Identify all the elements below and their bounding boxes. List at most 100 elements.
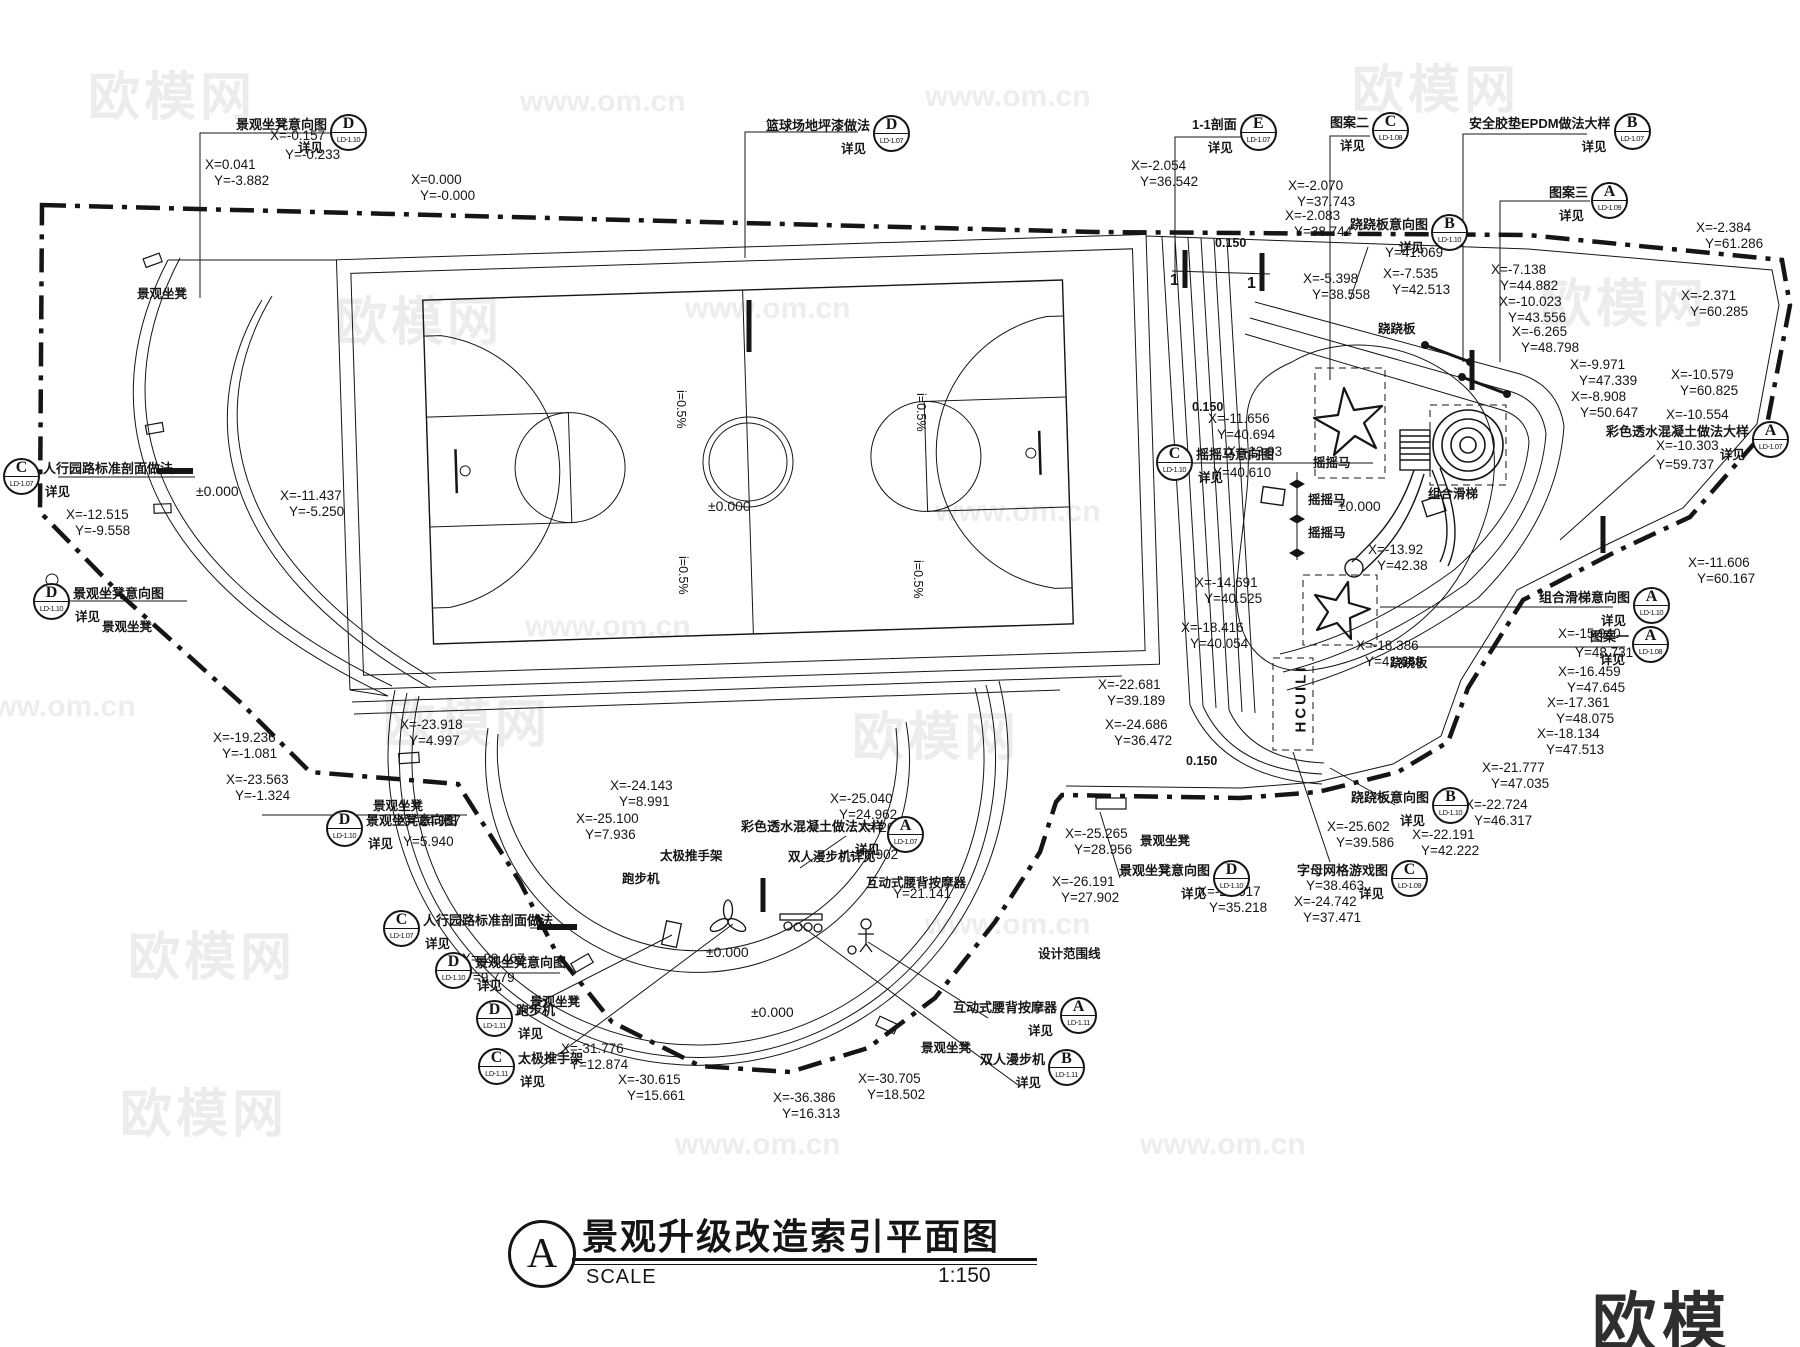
bench-label: 景观坐凳 bbox=[1140, 834, 1191, 848]
bench-label: 景观坐凳 bbox=[137, 287, 188, 301]
massager-label: 互动式腰背按摩器 bbox=[866, 876, 967, 890]
callout-label: 字母网格游戏图 bbox=[1297, 863, 1389, 878]
treadmill-label: 跑步机 bbox=[622, 872, 660, 886]
watermark-url: www.om.cn bbox=[675, 1128, 841, 1161]
path-width-label: 0.150 bbox=[1215, 236, 1247, 250]
scale-label: SCALE bbox=[586, 1266, 657, 1288]
watermark-brand: 欧模网 bbox=[335, 294, 504, 352]
callout-label: 双人漫步机 bbox=[980, 1052, 1046, 1067]
letter-grid-box bbox=[1272, 657, 1314, 751]
callout-label: 图案三 bbox=[1549, 185, 1589, 200]
callout-label: 篮球场地坪漆做法 bbox=[766, 118, 871, 133]
coord-label: X=-15.940 bbox=[1558, 626, 1621, 641]
callout-label: 人行园路标准剖面做法 bbox=[423, 913, 554, 928]
path-width-label: 0.150 bbox=[1186, 754, 1218, 768]
callout-label: 组合滑梯意向图 bbox=[1539, 590, 1631, 605]
rocking-horse-markers bbox=[1288, 472, 1306, 560]
seesaw-label: 跷跷板 bbox=[1390, 656, 1428, 670]
bench-label: 景观坐凳 bbox=[373, 799, 424, 813]
callout-label: 人行园路标准剖面做法 bbox=[43, 461, 174, 476]
coord-label: Y=-0.233 bbox=[285, 147, 341, 162]
watermark-url: www.om.cn bbox=[935, 495, 1101, 528]
coord-label: Y=40.610 bbox=[1213, 465, 1272, 480]
combo-slide bbox=[1260, 429, 1456, 578]
coord-label: X=-10.303 bbox=[1656, 438, 1719, 453]
coord-label: Y=9.779 bbox=[464, 970, 515, 985]
watermark-url: www.om.cn bbox=[685, 292, 851, 325]
callout-label: 彩色透水混凝土做法大样 bbox=[1606, 424, 1750, 439]
callout-label: 景观坐凳意向图 bbox=[236, 117, 328, 132]
watermark-brand: 欧模网 bbox=[852, 709, 1021, 767]
bench-label: 景观坐凳 bbox=[102, 620, 153, 634]
bench-label: 景观坐凳 bbox=[530, 995, 581, 1009]
level-label: ±0.000 bbox=[751, 1004, 794, 1020]
coord-label: Y=38.463 bbox=[1306, 878, 1365, 893]
watermark-url: www.om.cn bbox=[1140, 1128, 1306, 1161]
walker-note-label: 双人漫步机详见 bbox=[788, 850, 876, 864]
watermark-brand: 欧模网 bbox=[383, 696, 552, 754]
